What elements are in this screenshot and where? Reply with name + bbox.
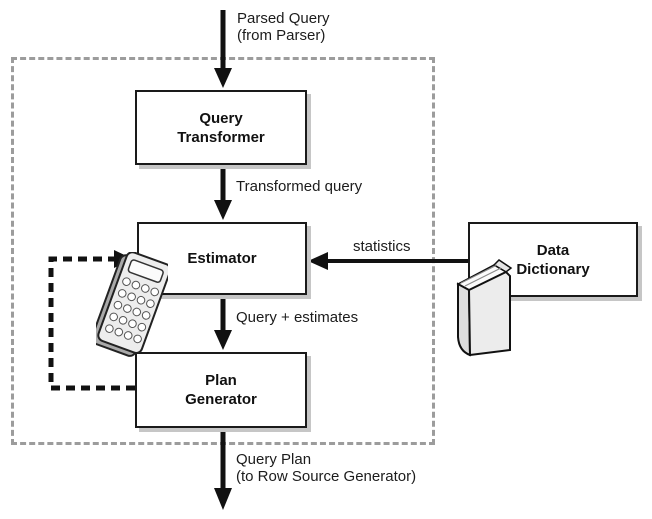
calculator-icon — [96, 252, 168, 357]
parsed-query-label-line1: Parsed Query — [237, 10, 330, 27]
book-icon — [456, 259, 513, 357]
plan-generator-label-line1: Plan — [205, 372, 237, 389]
query-transformer-label-line2: Transformer — [177, 128, 265, 146]
query-transformer-box: Query Transformer — [135, 90, 307, 165]
query-plan-label-line1: Query Plan — [236, 451, 312, 468]
statistics-label: statistics — [353, 238, 411, 255]
parsed-query-label: Parsed Query (from Parser) — [237, 10, 330, 44]
estimator-label: Estimator — [187, 250, 257, 267]
data-dictionary-box: Data Dictionary — [468, 222, 638, 297]
transformed-query-label: Transformed query — [236, 178, 363, 195]
parsed-query-label-line2: (from Parser) — [237, 27, 326, 44]
query-estimates-label: Query + estimates — [236, 309, 359, 326]
data-dictionary-label-line1: Data — [536, 241, 570, 259]
plan-generator-box: Plan Generator — [135, 352, 307, 428]
query-plan-label-line2: (to Row Source Generator) — [236, 468, 417, 485]
data-dictionary-label-line2: Dictionary — [516, 260, 590, 278]
query-transformer-label-line1: Query — [199, 109, 243, 127]
plan-generator-label-line2: Generator — [185, 391, 257, 408]
query-plan-label: Query Plan (to Row Source Generator) — [236, 451, 416, 485]
